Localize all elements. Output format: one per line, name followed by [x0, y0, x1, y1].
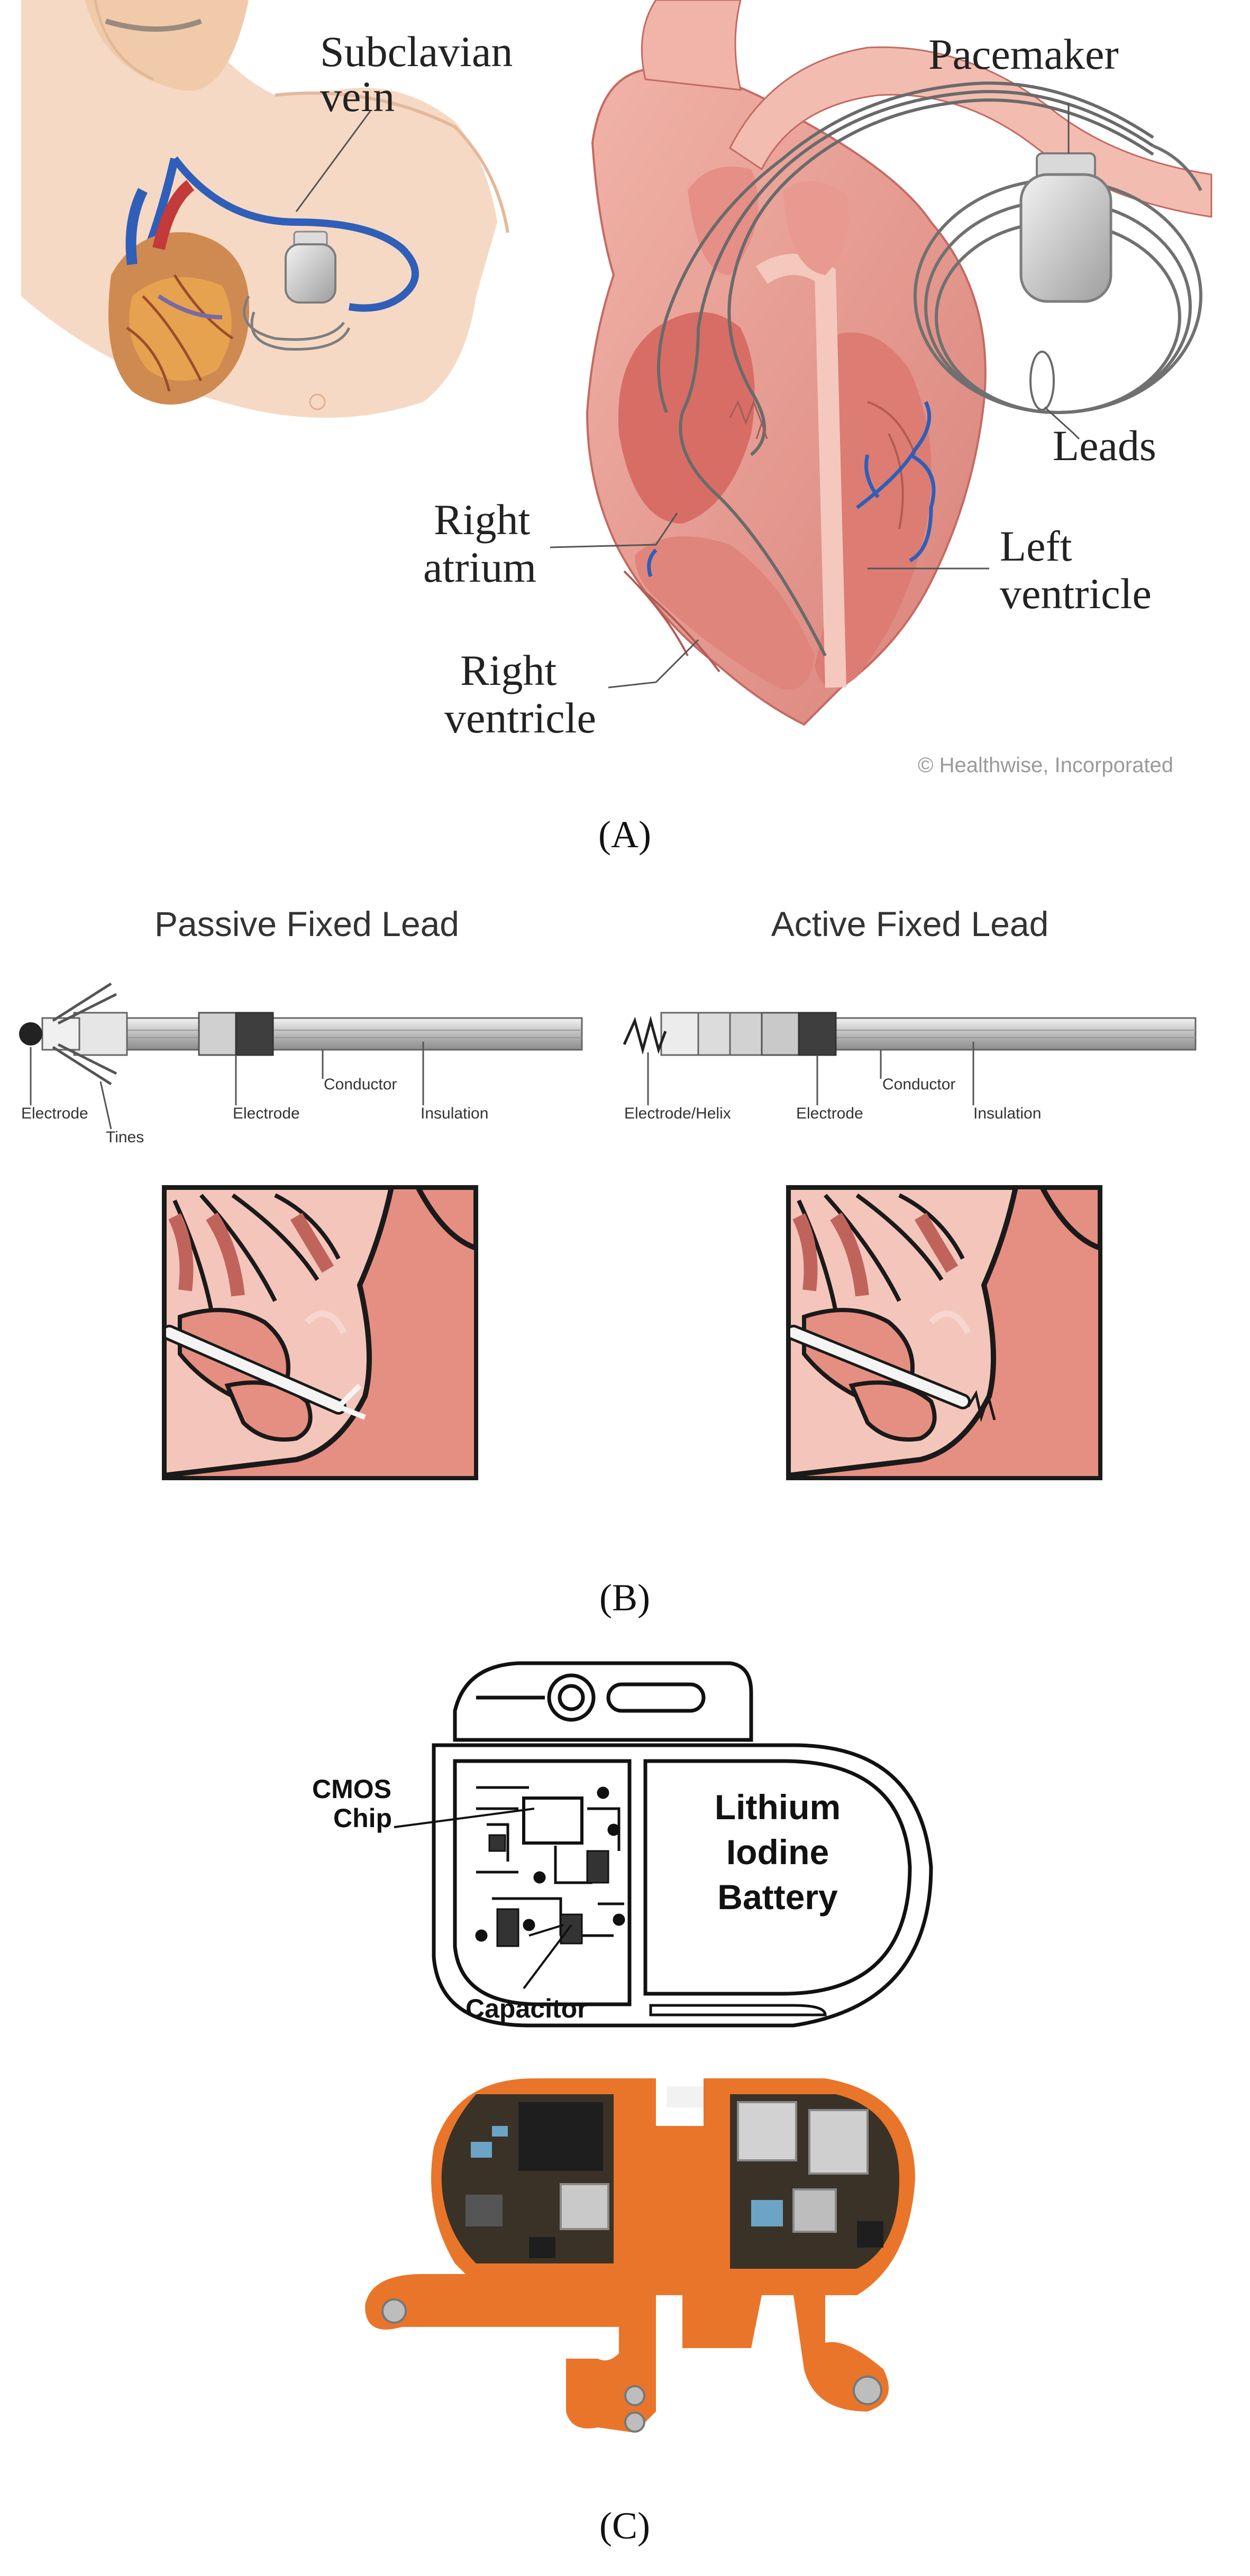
- passive-leader-lines: [30, 1042, 424, 1130]
- passive-label-tines: Tines: [106, 1129, 144, 1146]
- label-capacitor: Capacitor: [466, 1994, 588, 2023]
- title-passive-lead: Passive Fixed Lead: [154, 904, 459, 943]
- label-left-ventricle-2: ventricle: [1000, 570, 1152, 618]
- tines: [52, 982, 117, 1086]
- active-label-conductor: Conductor: [882, 1076, 955, 1093]
- subclavian-vein: [171, 156, 419, 312]
- label-cmos-2: Chip: [333, 1803, 392, 1833]
- panel-a: Subclavian vein Pacemaker Leads Right at…: [21, 0, 1212, 856]
- active-label-insulation: Insulation: [973, 1105, 1041, 1122]
- label-battery-2: Iodine: [726, 1832, 829, 1872]
- label-leads: Leads: [1053, 421, 1156, 470]
- panel-a-leader-lines: [295, 103, 1080, 689]
- credit-line: © Healthwise, Incorporated: [918, 754, 1173, 777]
- pacemaker-leads-heart: [657, 81, 1154, 414]
- pacemaker-small: [243, 231, 351, 351]
- label-battery-3: Battery: [717, 1877, 838, 1917]
- circuit-board-photo: [365, 2078, 915, 2433]
- label-right-atrium-2: atrium: [423, 543, 536, 591]
- label-right-ventricle-1: Right: [460, 646, 556, 694]
- label-left-ventricle-1: Left: [1000, 522, 1072, 570]
- label-subclavian: Subclavian: [320, 27, 513, 76]
- panel-c: CMOS Chip Lithium Iodine Battery Capacit…: [312, 1661, 933, 2547]
- caption-c: (C): [599, 2505, 650, 2547]
- active-lead-drawing: [623, 1012, 1197, 1056]
- label-right-ventricle-2: ventricle: [444, 694, 596, 742]
- helix: [623, 1015, 667, 1055]
- passive-label-electrode-ring: Electrode: [233, 1105, 300, 1122]
- passive-lead-drawing: [19, 982, 583, 1086]
- passive-label-electrode-tip: Electrode: [21, 1105, 88, 1122]
- label-right-atrium-1: Right: [434, 496, 530, 544]
- right-atrium-chamber: [618, 312, 755, 524]
- torso-illustration: [21, 0, 509, 418]
- pacemaker-device: [914, 144, 1202, 414]
- pacemaker-schematic: [432, 1661, 933, 2028]
- passive-electrode-tip: [19, 1022, 42, 1046]
- active-leader-lines: [647, 1042, 974, 1105]
- title-active-lead: Active Fixed Lead: [771, 904, 1049, 943]
- label-cmos-1: CMOS: [312, 1774, 391, 1804]
- label-battery-1: Lithium: [715, 1787, 841, 1827]
- passive-inset: [162, 1185, 478, 1480]
- active-label-electrode-ring: Electrode: [796, 1105, 863, 1122]
- passive-label-insulation: Insulation: [421, 1105, 488, 1122]
- label-pacemaker: Pacemaker: [928, 30, 1119, 78]
- active-inset: [786, 1185, 1102, 1480]
- right-ventricle-chamber: [635, 536, 815, 690]
- caption-b: (B): [599, 1576, 650, 1619]
- panel-b: Passive Fixed Lead Active Fixed Lead Ele…: [19, 904, 1197, 1619]
- active-label-helix: Electrode/Helix: [624, 1105, 731, 1122]
- heart-small: [108, 180, 250, 405]
- label-vein: vein: [320, 72, 395, 121]
- panel-c-leader-lines: [394, 1808, 572, 1990]
- caption-a: (A): [598, 813, 651, 856]
- passive-label-conductor: Conductor: [324, 1076, 397, 1093]
